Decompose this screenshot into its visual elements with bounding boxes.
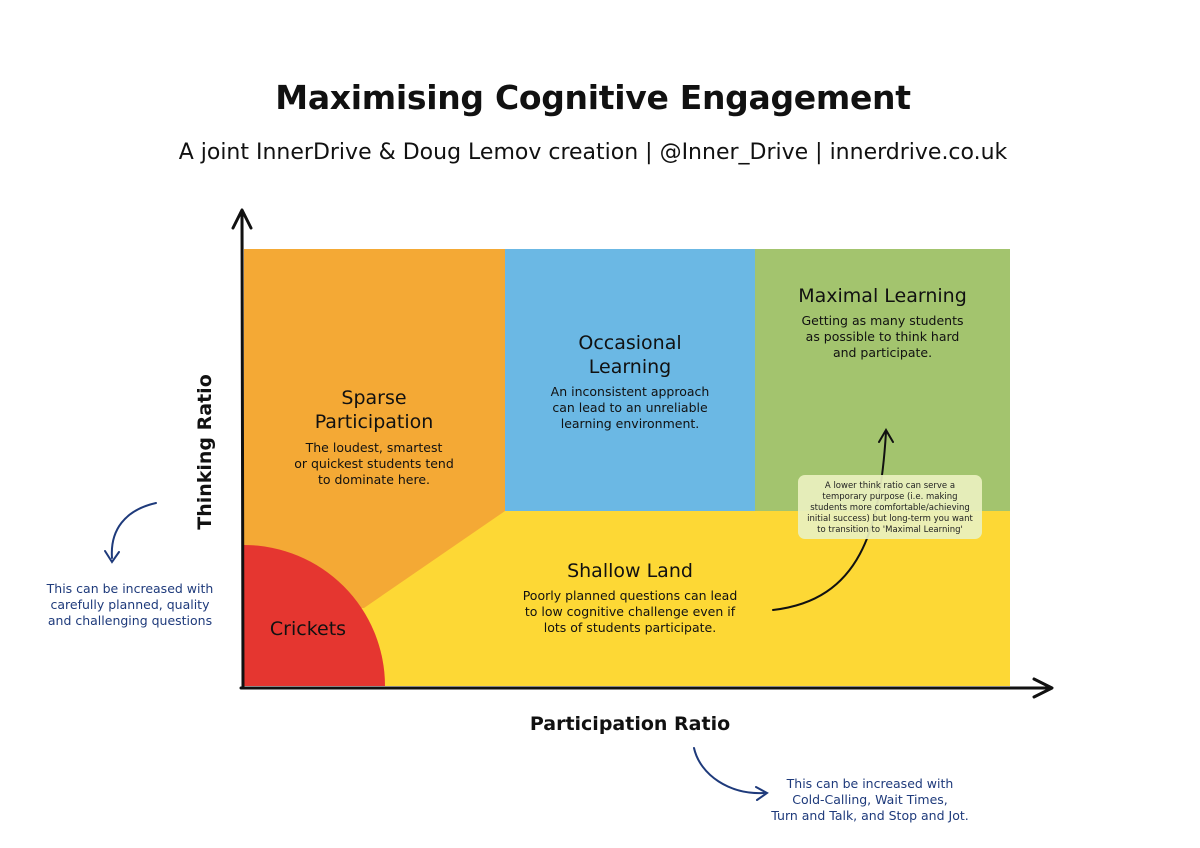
sparse-desc-line2: or quickest students tend (294, 456, 454, 471)
shallow-desc-line3: lots of students participate. (543, 620, 717, 635)
occasional-desc-line2: can lead to an unreliable (552, 400, 708, 415)
thinking-note-line1: This can be increased with (46, 581, 214, 596)
sparse-participation-region (244, 249, 505, 608)
maximal-desc-line1: Getting as many students (801, 313, 964, 328)
sparse-title-line2: Participation (314, 411, 434, 433)
thinking-ratio-note: This can be increased with carefully pla… (20, 581, 240, 629)
sparse-desc-line3: to dominate here. (317, 472, 431, 487)
maximal-desc-line3: and participate. (832, 345, 933, 360)
thinking-note-line3: and challenging questions (47, 613, 213, 628)
participation-note-line3: Turn and Talk, and Stop and Jot. (771, 808, 969, 823)
occasional-learning-desc: An inconsistent approach can lead to an … (520, 384, 740, 432)
callout-line2: temporary purpose (i.e. making (822, 492, 958, 502)
occasional-learning-title: Occasional Learning (530, 331, 730, 379)
callout-line4: initial success) but long-term you want (807, 514, 973, 524)
crickets-title: Crickets (269, 618, 347, 640)
crickets-region (244, 545, 385, 686)
x-axis-label: Participation Ratio (529, 713, 731, 735)
occasional-desc-line3: learning environment. (560, 416, 700, 431)
shallow-land-title: Shallow Land (567, 560, 693, 582)
callout-line1: A lower think ratio can serve a (824, 481, 956, 491)
participation-ratio-note: This can be increased with Cold-Calling,… (745, 776, 995, 824)
callout-line3: students more comfortable/achieving (810, 503, 970, 513)
occasional-title-line1: Occasional (578, 332, 682, 354)
shallow-desc-line2: to low cognitive challenge even if (524, 604, 736, 619)
sparse-title-line1: Sparse (341, 387, 407, 409)
shallow-desc-line1: Poorly planned questions can lead (522, 588, 738, 603)
callout-box: A lower think ratio can serve a temporar… (798, 475, 982, 539)
axes (231, 208, 1054, 699)
maximal-desc-line2: as possible to think hard (805, 329, 960, 344)
participation-note-line2: Cold-Calling, Wait Times, (792, 792, 948, 807)
maximal-learning-title: Maximal Learning (798, 285, 967, 307)
maximal-learning-desc: Getting as many students as possible to … (770, 313, 995, 361)
sparse-participation-title: Sparse Participation (274, 386, 474, 434)
thinking-note-arrow (104, 502, 157, 564)
occasional-learning-region (505, 249, 755, 511)
sparse-participation-desc: The loudest, smartest or quickest studen… (264, 440, 484, 488)
page-subtitle: A joint InnerDrive & Doug Lemov creation… (178, 140, 1008, 165)
participation-note-line1: This can be increased with (786, 776, 954, 791)
occasional-title-line2: Learning (588, 356, 672, 378)
y-axis-label: Thinking Ratio (194, 374, 216, 530)
participation-note-arrow (693, 747, 769, 801)
shallow-land-desc: Poorly planned questions can lead to low… (495, 588, 765, 636)
transition-arrow (772, 428, 894, 611)
callout-line5: to transition to 'Maximal Learning' (817, 525, 963, 535)
thinking-note-line2: carefully planned, quality (50, 597, 210, 612)
occasional-desc-line1: An inconsistent approach (550, 384, 710, 399)
y-axis-arrowhead (231, 208, 253, 230)
page-title: Maximising Cognitive Engagement (275, 78, 911, 117)
y-axis-line (240, 210, 245, 690)
sparse-desc-line1: The loudest, smartest (305, 440, 443, 455)
x-axis-arrowhead (1032, 677, 1054, 699)
